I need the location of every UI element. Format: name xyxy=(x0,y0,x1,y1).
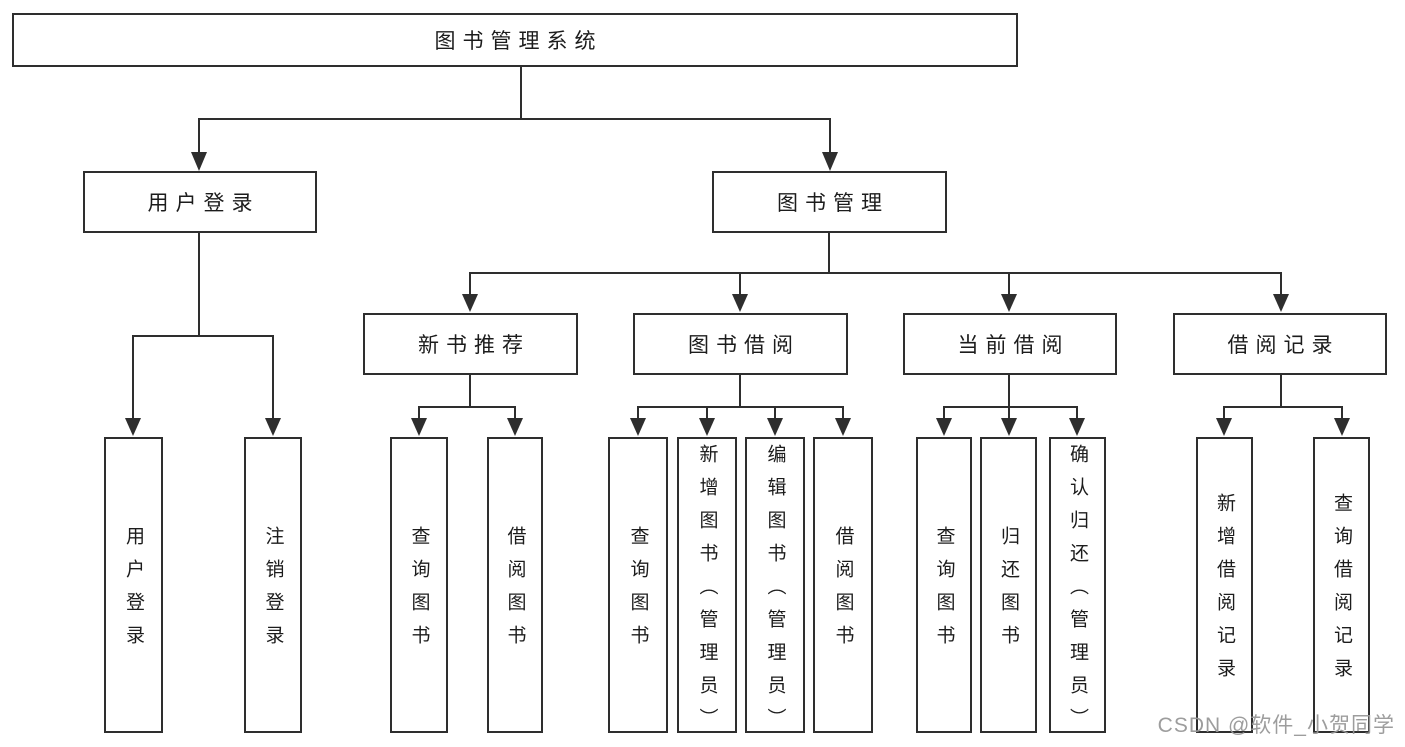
leaf-user-login: 用户登录 xyxy=(104,437,163,733)
arrow-down-icon xyxy=(1334,418,1350,436)
node-user-login-label: 用户登录 xyxy=(147,192,260,215)
leaf-edit-book-admin-label: 编辑图书（管理员） xyxy=(764,443,786,741)
arrow-down-icon xyxy=(1216,418,1232,436)
arrow-down-icon xyxy=(630,418,646,436)
node-borrow-record-label: 借阅记录 xyxy=(1227,334,1340,357)
arrow-down-icon xyxy=(125,418,141,436)
node-current-borrow-label: 当前借阅 xyxy=(957,334,1070,357)
connector-new-book-children xyxy=(411,374,523,436)
leaf-query-borrow-record-label: 查询借阅记录 xyxy=(1331,493,1352,691)
leaf-add-borrow-record: 新增借阅记录 xyxy=(1196,437,1253,733)
leaf-confirm-return-admin: 确认归还（管理员） xyxy=(1049,437,1106,741)
node-book-borrow-label: 图书借阅 xyxy=(688,334,800,357)
leaf-query-book-2: 查询图书 xyxy=(608,437,668,733)
leaf-user-login-label: 用户登录 xyxy=(123,526,144,658)
arrow-down-icon xyxy=(411,418,427,436)
node-book-management: 图书管理 xyxy=(712,171,947,233)
leaf-borrow-book-1: 借阅图书 xyxy=(487,437,543,733)
leaf-query-book-1-label: 查询图书 xyxy=(408,526,430,658)
leaf-query-book-3: 查询图书 xyxy=(916,437,972,733)
arrow-down-icon xyxy=(936,418,952,436)
connector-root-to-level1 xyxy=(191,66,838,171)
leaf-logout-label: 注销登录 xyxy=(262,526,284,658)
leaf-return-book-label: 归还图书 xyxy=(998,526,1019,658)
leaf-logout: 注销登录 xyxy=(244,437,302,733)
leaf-add-borrow-record-label: 新增借阅记录 xyxy=(1214,493,1235,691)
leaf-query-book-3-label: 查询图书 xyxy=(933,526,955,658)
connector-book-mgmt-to-level2 xyxy=(462,232,1289,312)
node-root: 图书管理系统 xyxy=(12,13,1018,67)
node-new-book-recommend: 新书推荐 xyxy=(363,313,578,375)
arrow-down-icon xyxy=(767,418,783,436)
arrow-down-icon xyxy=(462,294,478,312)
leaf-edit-book-admin: 编辑图书（管理员） xyxy=(745,437,805,741)
arrow-down-icon xyxy=(1001,294,1017,312)
node-current-borrow: 当前借阅 xyxy=(903,313,1117,375)
leaf-borrow-book-1-label: 借阅图书 xyxy=(504,526,526,658)
arrow-down-icon xyxy=(1069,418,1085,436)
arrow-down-icon xyxy=(1001,418,1017,436)
csdn-watermark: CSDN @软件_小贺同学 xyxy=(1157,714,1395,737)
node-borrow-record: 借阅记录 xyxy=(1173,313,1387,375)
leaf-query-book-2-label: 查询图书 xyxy=(627,526,649,658)
connector-current-borrow-children xyxy=(936,374,1085,436)
node-book-borrow: 图书借阅 xyxy=(633,313,848,375)
leaf-confirm-return-admin-label: 确认归还（管理员） xyxy=(1067,443,1088,741)
connector-user-login-children xyxy=(125,232,281,436)
arrow-down-icon xyxy=(1273,294,1289,312)
connector-borrow-record-children xyxy=(1216,374,1350,436)
leaf-add-book-admin-label: 新增图书（管理员） xyxy=(696,443,718,741)
leaf-query-borrow-record: 查询借阅记录 xyxy=(1313,437,1370,733)
arrow-down-icon xyxy=(732,294,748,312)
connector-book-borrow-children xyxy=(630,374,851,436)
arrow-down-icon xyxy=(835,418,851,436)
leaf-borrow-book-2: 借阅图书 xyxy=(813,437,873,733)
arrow-down-icon xyxy=(699,418,715,436)
arrow-down-icon xyxy=(191,152,207,171)
node-book-management-label: 图书管理 xyxy=(777,192,889,215)
arrow-down-icon xyxy=(822,152,838,171)
leaf-query-book-1: 查询图书 xyxy=(390,437,448,733)
arrow-down-icon xyxy=(507,418,523,436)
node-root-label: 图书管理系统 xyxy=(434,30,603,53)
node-user-login: 用户登录 xyxy=(83,171,317,233)
node-new-book-recommend-label: 新书推荐 xyxy=(418,334,530,357)
leaf-add-book-admin: 新增图书（管理员） xyxy=(677,437,737,741)
arrow-down-icon xyxy=(265,418,281,436)
leaf-return-book: 归还图书 xyxy=(980,437,1037,733)
leaf-borrow-book-2-label: 借阅图书 xyxy=(832,526,854,658)
